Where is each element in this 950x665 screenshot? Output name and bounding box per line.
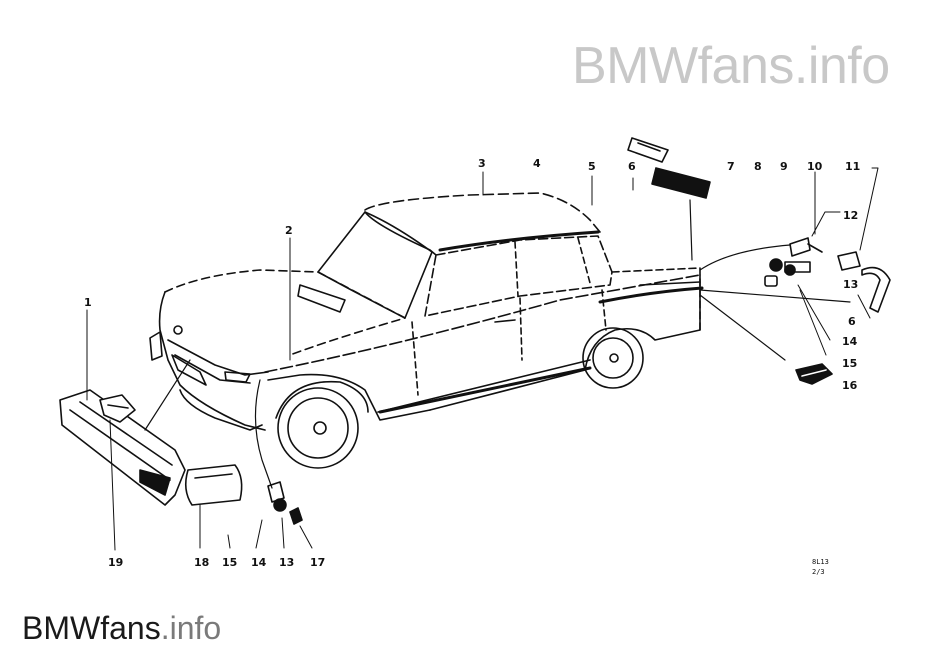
clip-part-19 <box>99 394 136 423</box>
label-part-10: 10 <box>807 160 823 173</box>
watermark-top-brand: BMWfans <box>572 37 794 95</box>
label-part-4: 4 <box>533 157 541 170</box>
drawing-code-line-1: 8L13 <box>812 558 829 566</box>
leader-lines <box>144 199 851 489</box>
label-part-11: 11 <box>845 160 860 173</box>
label-part-2: 2 <box>285 224 293 237</box>
curved-strip-part <box>861 266 891 313</box>
label-part-14-right: 14 <box>842 335 858 348</box>
lens-part-18 <box>184 464 243 506</box>
label-part-6-right: 6 <box>848 315 856 328</box>
label-part-9: 9 <box>780 160 788 173</box>
drawing-code-line-2: 2/3 <box>812 568 825 576</box>
label-part-13-right: 13 <box>843 278 858 291</box>
label-part-13-bottom: 13 <box>279 556 294 569</box>
label-part-6-top: 6 <box>628 160 636 173</box>
watermark-top: BMWfans.info <box>572 40 890 92</box>
lamp-parts-lower <box>267 481 303 525</box>
bracket-part-16 <box>795 363 833 385</box>
car-body-outline <box>149 192 701 469</box>
label-part-17: 17 <box>310 556 325 569</box>
label-part-15-bottom: 15 <box>222 556 237 569</box>
label-part-8: 8 <box>754 160 762 173</box>
label-part-14-bottom: 14 <box>251 556 267 569</box>
label-part-19: 19 <box>108 556 123 569</box>
trim-strips <box>378 230 704 414</box>
label-leaders <box>86 167 879 551</box>
label-part-16: 16 <box>842 379 858 392</box>
bumper-strip-part <box>59 389 186 506</box>
ribbed-component-6 <box>627 137 711 199</box>
label-part-7: 7 <box>727 160 735 173</box>
label-part-12: 12 <box>843 209 858 222</box>
watermark-bottom: BMWfans.info <box>22 612 221 644</box>
label-part-15-right: 15 <box>842 357 857 370</box>
watermark-top-suffix: .info <box>793 37 890 95</box>
watermark-bottom-suffix: .info <box>160 610 222 646</box>
label-part-1: 1 <box>84 296 92 309</box>
label-part-3: 3 <box>478 157 486 170</box>
part-number-labels: 1 2 3 4 5 6 7 8 9 10 11 12 13 6 14 15 16… <box>84 157 860 576</box>
label-part-5: 5 <box>588 160 596 173</box>
watermark-bottom-brand: BMWfans <box>22 610 161 646</box>
label-part-18: 18 <box>194 556 209 569</box>
fastener-parts-10-13 <box>764 237 861 287</box>
